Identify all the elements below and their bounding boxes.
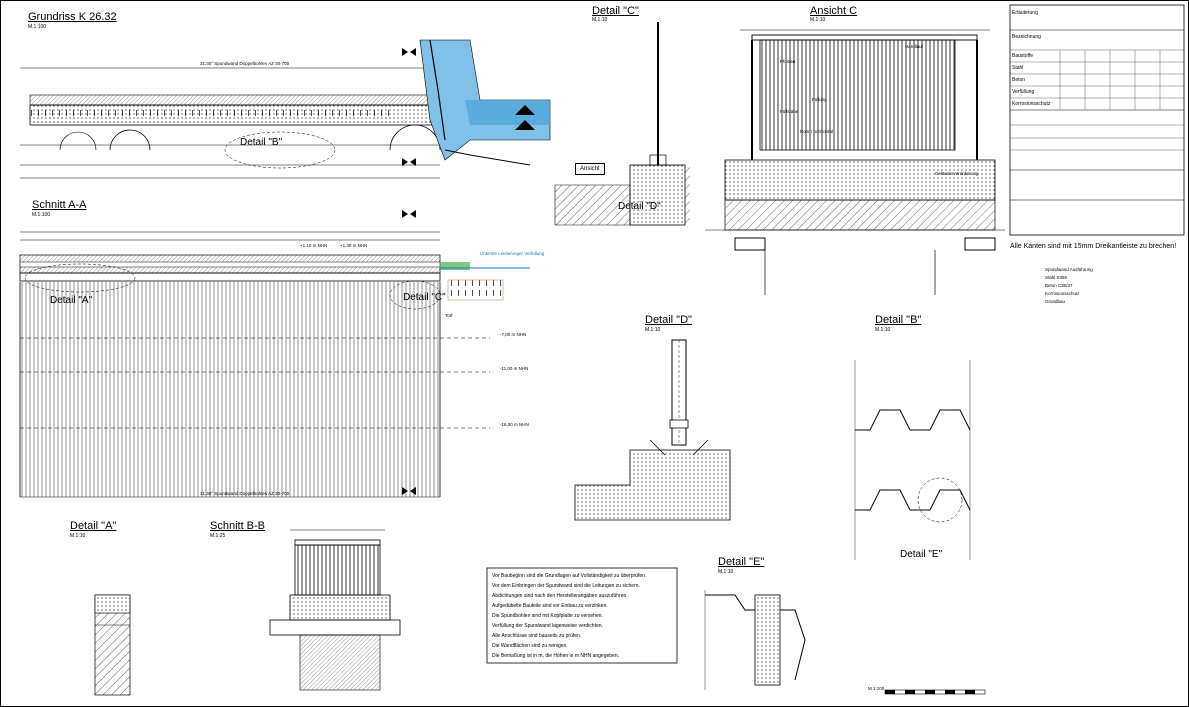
gelaenderverankerung-label: Geländerverankerung bbox=[935, 171, 979, 176]
note-line: Die Bemaßung ist in m, die Höhen in m NH… bbox=[492, 653, 620, 659]
note-line: Abdichtungen sind nach den Herstellerang… bbox=[492, 593, 628, 599]
grundriss-scale: M.1:100 bbox=[28, 24, 47, 30]
spundwand-bottom-label: 31,30° Spundwand Doppelbohlen AZ 30-700 bbox=[200, 491, 290, 496]
note-line: Alle Anschlüsse sind bauseits zu prüfen. bbox=[492, 633, 582, 639]
detail-a-scale: M.1:10 bbox=[70, 533, 86, 539]
detail-e-reference: Detail "E" bbox=[900, 549, 943, 560]
note-line: Die Spundbohlen sind mit Kopfplatte zu v… bbox=[492, 613, 603, 619]
detail-d-reference: Detail "D" bbox=[618, 201, 661, 212]
note-line: Vor Baubeginn sind die Grundlagen auf Vo… bbox=[492, 573, 647, 579]
scale-bar bbox=[884, 689, 986, 695]
titleblock-header: Erläuterung bbox=[1012, 10, 1038, 16]
note-line: Die Wandflächen sind zu reinigen. bbox=[492, 643, 568, 649]
schnitt-aa-section bbox=[19, 210, 530, 498]
level-18-label: -18,00 m NHN bbox=[500, 422, 529, 427]
rohr-horizontal-label: Rohr / horizontal bbox=[800, 129, 834, 134]
level-7-label: -7,00 m NHN bbox=[500, 332, 527, 337]
scale-bar-label: M 1:100 bbox=[868, 686, 885, 691]
titleblock-row: Korrosionsschutz bbox=[1012, 101, 1051, 107]
detail-a-drawing bbox=[94, 594, 131, 696]
pfosten-label: Pfosten bbox=[780, 59, 796, 64]
detail-d-scale: M.1:10 bbox=[645, 327, 661, 333]
note-line: Vor dem Einbringen der Spundwand sind di… bbox=[492, 583, 640, 589]
standard-line: Grundbau bbox=[1045, 299, 1066, 304]
titleblock-row: Verfüllung bbox=[1012, 89, 1035, 95]
detail-c-reference: Detail "C" bbox=[403, 292, 446, 303]
torf-label: Torf bbox=[445, 313, 453, 318]
detail-d-title: Detail "D" bbox=[645, 314, 692, 326]
title-block bbox=[1009, 4, 1185, 236]
detail-a-reference: Detail "A" bbox=[50, 295, 93, 306]
detail-c-scale: M.1:10 bbox=[592, 17, 608, 23]
schnitt-aa-title: Schnitt A-A bbox=[32, 199, 87, 211]
level-11-label: -11,00 m NHN bbox=[500, 366, 529, 371]
notes-box bbox=[486, 567, 678, 664]
ansicht-arrow-label: Ansicht bbox=[575, 163, 605, 175]
ok-plus-label: +1,30 m NHN bbox=[340, 243, 368, 248]
detail-e-drawing bbox=[704, 590, 806, 690]
detail-c-drawing bbox=[554, 22, 690, 226]
hinterfuellung-label: Unterste Leiste/unger Verfüllung bbox=[480, 251, 545, 256]
handlauf-label: Handlauf bbox=[905, 44, 924, 49]
note-line: Verfüllung der Spundwand lagenweise verd… bbox=[492, 623, 603, 629]
schnitt-bb-drawing bbox=[269, 529, 401, 691]
ansicht-c-title: Ansicht C bbox=[810, 5, 858, 17]
detail-b-drawing bbox=[854, 360, 971, 560]
ansicht-c-scale: M.1:10 bbox=[810, 17, 826, 23]
spundwand-top-label: 31,30° Spundwand Doppelbohlen AZ 30-700 bbox=[200, 61, 290, 66]
titleblock-row: Baustoffe bbox=[1012, 53, 1034, 59]
titleblock-row: Stahl bbox=[1012, 65, 1024, 71]
detail-c-title: Detail "C" bbox=[592, 5, 639, 17]
detail-a-title: Detail "A" bbox=[70, 520, 117, 532]
titleblock-row: Bezeichnung bbox=[1012, 34, 1041, 40]
schnitt-bb-title: Schnitt B-B bbox=[210, 520, 266, 532]
standard-line: Spundwand Ausführung bbox=[1045, 267, 1093, 272]
schnitt-bb-scale: M.1:25 bbox=[210, 533, 226, 539]
detail-e-title: Detail "E" bbox=[718, 556, 765, 568]
standard-line: Korrosionsschutz bbox=[1045, 291, 1080, 296]
detail-b-scale: M.1:10 bbox=[875, 327, 891, 333]
standard-line: Stahl S355 bbox=[1045, 275, 1068, 280]
chamfer-note: Alle Kanten sind mit 15mm Dreikantleiste… bbox=[1010, 243, 1177, 250]
detail-b-title: Detail "B" bbox=[875, 314, 922, 326]
grundriss-title: Grundriss K 26.32 bbox=[28, 11, 117, 23]
detail-b-reference: Detail "B" bbox=[240, 137, 283, 148]
ansicht-c-drawing bbox=[705, 29, 1005, 295]
fuellstab-label: Füllstäbe bbox=[780, 109, 799, 114]
detail-e-scale: M.1:10 bbox=[718, 569, 734, 575]
fuellung-label: Füllung bbox=[812, 97, 827, 102]
detail-d-drawing bbox=[574, 339, 731, 521]
schnitt-aa-scale: M.1:100 bbox=[32, 212, 51, 218]
ok-spundwand-label: +1,10 m NHN bbox=[300, 243, 328, 248]
titleblock-row: Beton bbox=[1012, 77, 1026, 83]
standard-line: Beton C30/37 bbox=[1045, 283, 1073, 288]
grundriss-plan bbox=[20, 39, 551, 179]
note-line: Aufgedübelte Bauteile sind vor Einbau zu… bbox=[492, 603, 608, 609]
